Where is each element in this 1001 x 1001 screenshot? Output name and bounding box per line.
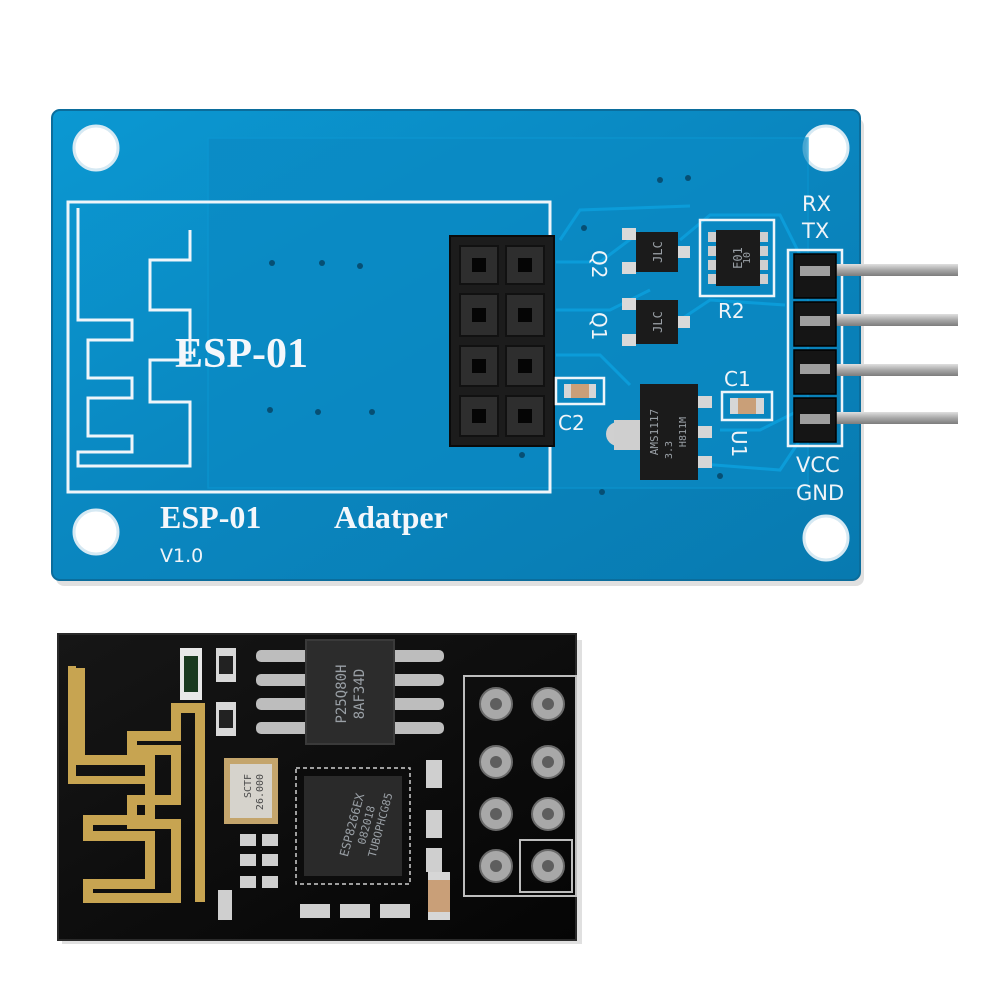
r2-marking: 10	[742, 252, 753, 264]
smd-passives	[218, 760, 442, 920]
header-pin	[830, 412, 958, 424]
crystal-oscillator: SCTF 26.000	[224, 758, 278, 824]
mounting-hole-bottom-right	[802, 514, 850, 562]
mounting-hole-top-right	[802, 124, 850, 172]
esp8266-soc: ESP8266EX 082018 TUBOPHCG85	[295, 767, 411, 885]
regulator-marking-3: H811M	[678, 417, 689, 447]
male-pin-header	[786, 248, 958, 448]
mounting-hole-top-left	[72, 124, 120, 172]
status-led	[180, 648, 202, 700]
regulator-marking-1: AMS1117	[648, 409, 661, 455]
r2-label: R2	[718, 299, 745, 323]
pcb-antenna-trace	[75, 668, 205, 903]
capacitor-c2	[554, 376, 606, 406]
antenna-silkscreen-trace	[76, 208, 192, 468]
crystal-marking-2: 26.000	[255, 774, 266, 810]
board-version: V1.0	[160, 545, 203, 567]
header-pin	[830, 264, 958, 276]
flash-chip-marking-2: 8AF34D	[352, 669, 368, 720]
pin-label-vcc: VCC	[796, 453, 840, 477]
resistor-array-marking: E01	[731, 247, 745, 269]
mounting-hole-bottom-left	[72, 508, 120, 556]
q1-label: Q1	[587, 312, 611, 340]
transistor-q2: JLC	[622, 228, 690, 274]
u1-label: U1	[727, 430, 751, 457]
socket-hole	[459, 345, 499, 387]
regulator-marking-2: 3.3	[664, 441, 675, 459]
crystal-marking-1: SCTF	[243, 774, 254, 798]
vias	[267, 175, 723, 495]
c1-label: C1	[724, 367, 751, 391]
esp01-module: P25Q80H 8AF34D SCTF 26.000 ESP8266EX 082…	[57, 633, 582, 944]
board-title: ESP-01	[160, 499, 261, 535]
pin-label-gnd: GND	[796, 481, 844, 505]
q2-marking: JLC	[651, 241, 665, 263]
voltage-regulator-u1: AMS1117 3.3 H811M	[606, 384, 712, 480]
board-title-suffix: Adatper	[334, 499, 448, 535]
module-pin-footprint	[463, 675, 577, 897]
adapter-board: ESP-01	[51, 109, 958, 586]
smd-resistor	[216, 702, 236, 736]
flash-memory-chip: P25Q80H 8AF34D	[256, 639, 444, 745]
flash-chip-marking-1: P25Q80H	[334, 664, 350, 723]
c2-label: C2	[558, 411, 585, 435]
header-pin	[830, 364, 958, 376]
q2-label: Q2	[587, 250, 611, 278]
q1-marking: JLC	[651, 311, 665, 333]
pin-label-tx: TX	[801, 219, 829, 243]
transistor-q1: JLC	[622, 298, 690, 346]
capacitor-c1	[720, 390, 774, 422]
pin-label-rx: RX	[802, 192, 831, 216]
copper-traces	[556, 204, 802, 472]
smd-capacitor	[428, 872, 450, 920]
module-label: ESP-01	[175, 331, 308, 377]
female-header-socket	[449, 235, 555, 447]
resistor-array: E01 10	[698, 218, 776, 298]
smd-resistor	[216, 648, 236, 682]
header-pin	[830, 314, 958, 326]
